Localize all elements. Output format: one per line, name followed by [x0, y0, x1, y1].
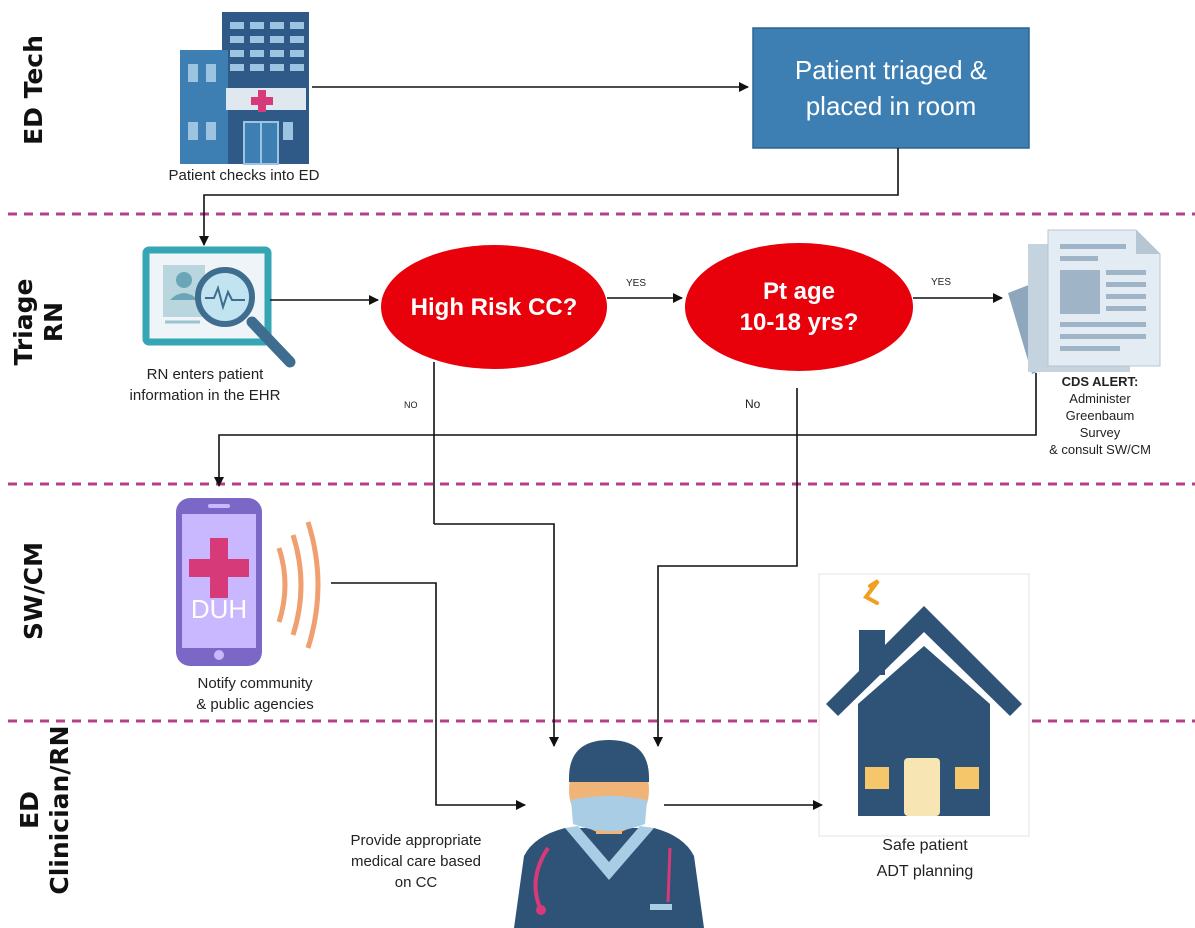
lane-label-triage-rn: Triage RN [9, 257, 69, 387]
edge-label-yes-2: YES [931, 277, 952, 288]
safe-patient-line2: ADT planning [876, 863, 974, 880]
high-risk-decision [381, 245, 607, 369]
ehr-icon [142, 246, 296, 368]
arrow-notify-to-care [331, 582, 526, 810]
arrow-highrisk-no-down [434, 523, 559, 747]
provide-care-line3: on CC [394, 874, 438, 891]
document-icon [1008, 229, 1161, 374]
rn-enters-line1: RN enters patient [146, 366, 264, 383]
safe-patient-line1: Safe patient [882, 837, 968, 854]
cds-alert-line4: & consult SW/CM [1049, 442, 1151, 457]
provide-care-line1: Provide appropriate [350, 832, 482, 849]
clinician-icon [514, 740, 704, 928]
lane-label-ed-line1: ED [15, 791, 44, 829]
lane-dividers [8, 212, 1195, 723]
arrow-triaged-to-ehr [199, 148, 899, 246]
pt-age-decision [685, 243, 913, 371]
cds-alert-line2: Greenbaum [1065, 408, 1135, 423]
edge-label-no-2: No [745, 397, 761, 411]
provide-care-label: Provide appropriate medical care based o… [316, 830, 516, 893]
triaged-box [752, 27, 1030, 149]
lane-label-triage-line2: RN [39, 301, 68, 343]
arrow-cds-to-swcm [214, 373, 1037, 487]
lane-label-ed-tech: ED Tech [19, 35, 48, 145]
rn-enters-label: RN enters patient information in the EHR [95, 364, 315, 406]
lane-label-ed-clinician: ED Clinician/RN [15, 725, 75, 895]
phone-screen-text: DUH [190, 594, 248, 624]
notify-label: Notify community & public agencies [140, 673, 370, 715]
cds-alert-title: CDS ALERT: [1061, 374, 1139, 389]
lane-label-ed-line2: Clinician/RN [45, 725, 74, 895]
safe-patient-label: Safe patient ADT planning [820, 833, 1030, 885]
checkin-label: Patient checks into ED [168, 167, 320, 184]
phone-icon [176, 498, 321, 666]
house-icon [818, 573, 1030, 837]
notify-line2: & public agencies [196, 696, 314, 713]
arrow-ptage-no-to-care [653, 388, 798, 747]
edge-label-no-1: NO [404, 400, 418, 410]
lane-label-sw-cm: SW/CM [19, 542, 48, 640]
cds-alert-label: CDS ALERT: Administer Greenbaum Survey &… [1020, 373, 1180, 458]
edge-label-yes-1: YES [626, 278, 647, 289]
connectors [199, 82, 1037, 810]
cds-alert-line1: Administer [1069, 391, 1131, 406]
provide-care-line2: medical care based [350, 853, 482, 870]
cds-alert-line3: Survey [1079, 425, 1121, 440]
lane-label-triage-line1: Triage [9, 278, 38, 366]
notify-line1: Notify community [197, 675, 313, 692]
hospital-icon [180, 12, 309, 165]
rn-enters-line2: information in the EHR [129, 387, 281, 404]
